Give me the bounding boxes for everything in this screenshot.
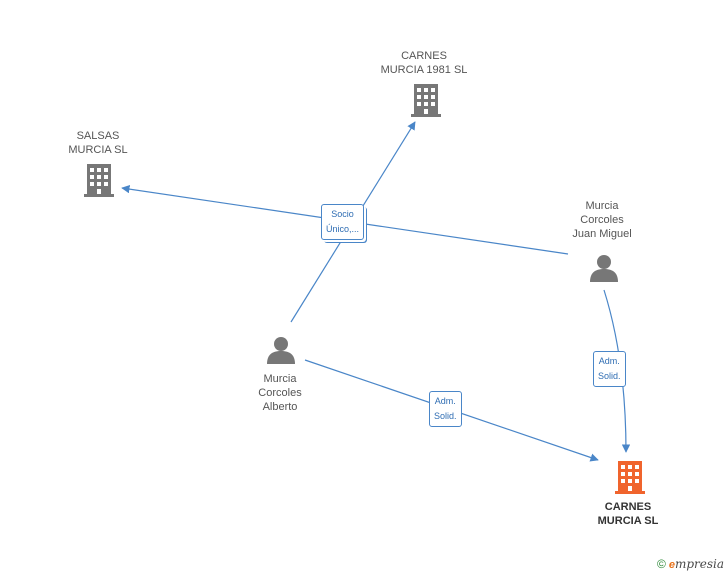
building-icon[interactable] [84,164,114,197]
building-icon[interactable] [411,84,441,117]
building-icon[interactable] [615,461,645,494]
brand-initial: e [668,559,675,571]
brand-name: mpresia [674,557,724,571]
node-label-alberto[interactable]: Murcia Corcoles Alberto [258,373,302,413]
person-icon[interactable] [590,255,618,282]
edge-label-adm-solid-juan-miguel[interactable]: Adm. Solid. [593,351,626,387]
edge-label-adm-solid-alberto[interactable]: Adm. Solid. [429,391,462,427]
node-label-carnes-murcia-main[interactable]: CARNES MURCIA SL [597,501,659,527]
person-icon[interactable] [267,337,295,364]
node-label-salsas-murcia[interactable]: SALSAS MURCIA SL [68,130,128,156]
node-label-juan-miguel[interactable]: Murcia Corcoles Juan Miguel [572,200,632,240]
copyright-icon: © [656,557,666,571]
footer-brand: ©empresia [657,557,724,571]
edge-label-socio-unico[interactable]: Socio Único,... [321,204,365,240]
node-label-carnes-murcia-1981[interactable]: CARNES MURCIA 1981 SL [380,50,468,76]
